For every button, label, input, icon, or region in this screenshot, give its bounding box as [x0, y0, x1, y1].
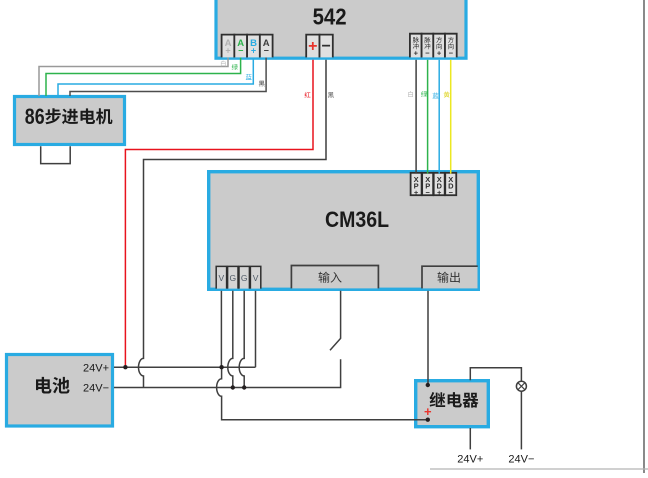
svg-text:D: D: [448, 182, 454, 191]
svg-text:−: −: [449, 48, 454, 57]
svg-text:P: P: [425, 182, 430, 191]
svg-text:−: −: [264, 45, 269, 55]
svg-text:−: −: [238, 45, 243, 55]
svg-text:D: D: [436, 182, 442, 191]
svg-text:X: X: [425, 175, 430, 184]
svg-text:−: −: [449, 188, 454, 197]
svg-text:−: −: [322, 38, 331, 55]
svg-text:X: X: [448, 175, 453, 184]
svg-text:24V−: 24V−: [83, 382, 109, 394]
svg-text:A: A: [225, 38, 232, 49]
svg-text:+: +: [437, 48, 442, 57]
svg-text:+: +: [414, 188, 419, 197]
svg-text:+: +: [308, 38, 317, 55]
svg-text:X: X: [414, 175, 419, 184]
svg-text:A: A: [263, 38, 270, 49]
svg-text:−: −: [425, 48, 430, 57]
svg-text:+: +: [225, 45, 230, 55]
svg-text:X: X: [437, 175, 442, 184]
svg-text:542: 542: [313, 3, 347, 29]
svg-text:G: G: [241, 273, 248, 283]
svg-text:V: V: [253, 273, 259, 283]
svg-text:24V+: 24V+: [457, 453, 483, 465]
svg-text:24V−: 24V−: [508, 453, 534, 465]
svg-text:+: +: [424, 404, 432, 419]
svg-text:B: B: [250, 38, 257, 49]
svg-text:−: −: [426, 188, 431, 197]
svg-text:CM36L: CM36L: [325, 207, 389, 232]
svg-text:P: P: [414, 182, 419, 191]
svg-text:G: G: [229, 273, 236, 283]
svg-text:24V+: 24V+: [83, 362, 109, 374]
svg-text:+: +: [414, 48, 419, 57]
svg-text:86: 86: [25, 104, 45, 129]
svg-text:A: A: [237, 38, 244, 49]
svg-text:+: +: [437, 188, 442, 197]
svg-text:+: +: [251, 45, 256, 55]
svg-text:V: V: [218, 273, 224, 283]
